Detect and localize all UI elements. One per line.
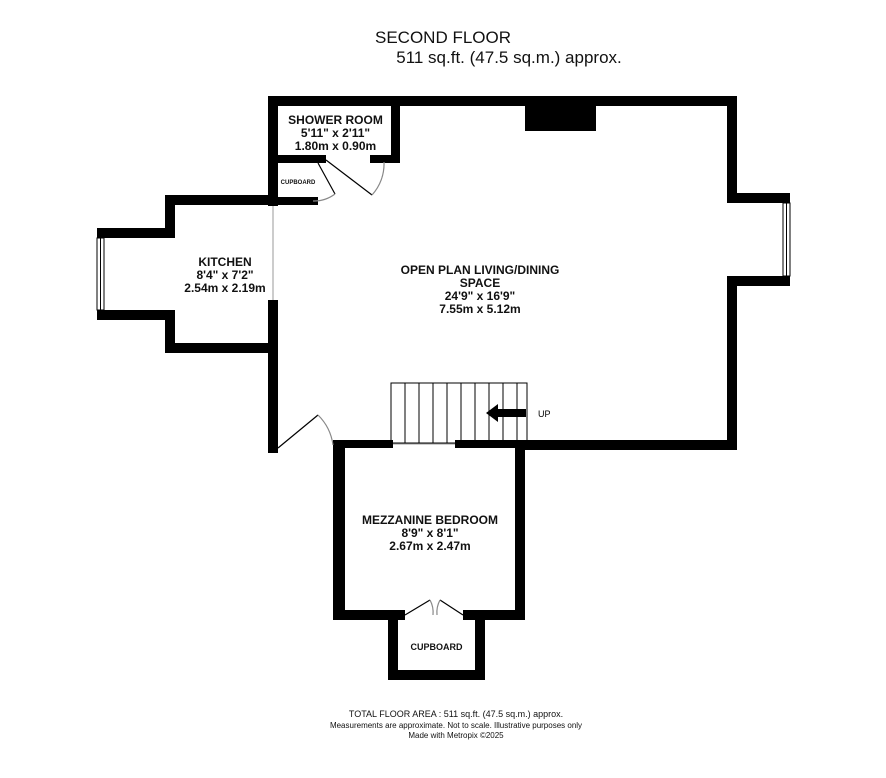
disclaimer: Measurements are approximate. Not to sca… <box>329 721 583 730</box>
room-metric: 2.54m x 2.19m <box>184 281 266 295</box>
wall-shower-bottom-right <box>370 155 400 163</box>
room-living: OPEN PLAN LIVING/DINING SPACE 24'9" x 16… <box>380 264 580 316</box>
room-name: MEZZANINE BEDROOM <box>362 513 498 527</box>
wall-right-upper <box>727 96 737 200</box>
room-mezzanine: MEZZANINE BEDROOM 8'9" x 8'1" 2.67m x 2.… <box>340 514 520 553</box>
floor-area: 511 sq.ft. (47.5 sq.m.) approx. <box>396 48 622 67</box>
wall-kitchen-left-upper <box>165 195 175 235</box>
wall-left-lower <box>268 343 278 453</box>
wall-kitchen-bottom <box>165 343 278 353</box>
wall-right-lower <box>727 276 737 450</box>
chimney-breast <box>525 106 596 131</box>
room-imperial: 24'9" x 16'9" <box>444 289 516 303</box>
wall-bottom-right <box>515 440 737 450</box>
wall-mezz-bottom-left <box>333 610 405 620</box>
doors <box>277 159 464 616</box>
wall-left-upper <box>268 96 278 206</box>
floor-name: SECOND FLOOR <box>374 28 512 47</box>
room-cupboard: CUPBOARD <box>410 642 463 652</box>
room-shower: SHOWER ROOM 5'11" x 2'11" 1.80m x 0.90m <box>278 114 393 153</box>
stairs-up-label: UP <box>538 409 551 419</box>
wall-cupboard-right <box>475 610 485 680</box>
wall-kitchen-left-lower <box>165 313 175 353</box>
wall-kitchen-bay-top <box>97 228 175 238</box>
wall-mezz-right <box>515 440 525 620</box>
credit: Made with Metropix ©2025 <box>408 731 504 740</box>
room-kitchen: KITCHEN 8'4" x 7'2" 2.54m x 2.19m <box>170 256 280 295</box>
room-name: KITCHEN <box>198 255 252 269</box>
wall-shower-right <box>391 106 400 162</box>
wall-bay-top <box>727 193 790 203</box>
wall-cupboard-bottom <box>388 670 485 680</box>
room-imperial: 8'4" x 7'2" <box>196 268 254 282</box>
room-name-2: SPACE <box>459 276 501 290</box>
room-name: OPEN PLAN LIVING/DINING <box>400 263 560 277</box>
wall-left-mid <box>268 300 278 353</box>
room-cupboard-small: CUPBOARD <box>280 180 316 186</box>
wall-mezz-bottom-right <box>463 610 525 620</box>
wall-kitchen-top <box>165 195 278 205</box>
wall-top <box>268 96 737 106</box>
wall-kitchen-bay-bottom <box>97 310 175 320</box>
wall-cupboard-left <box>388 610 398 680</box>
room-imperial: 8'9" x 8'1" <box>401 526 459 540</box>
room-imperial: 5'11" x 2'11" <box>300 126 371 140</box>
room-name: SHOWER ROOM <box>288 113 383 127</box>
windows <box>96 202 791 311</box>
room-metric: 2.67m x 2.47m <box>389 539 471 553</box>
wall-cupboard-bottom <box>278 197 318 205</box>
wall-mezz-left <box>333 440 345 620</box>
wall-mezz-top-left <box>333 440 393 448</box>
wall-mezz-top-right <box>455 440 525 448</box>
arrow-up-icon <box>486 404 526 422</box>
total-floor-area: TOTAL FLOOR AREA : 511 sq.ft. (47.5 sq.m… <box>348 709 564 719</box>
walls <box>97 96 790 680</box>
wall-bay-bottom <box>727 276 790 286</box>
room-metric: 7.55m x 5.12m <box>439 302 521 316</box>
wall-shower-bottom-left <box>278 155 326 163</box>
room-metric: 1.80m x 0.90m <box>294 139 377 153</box>
